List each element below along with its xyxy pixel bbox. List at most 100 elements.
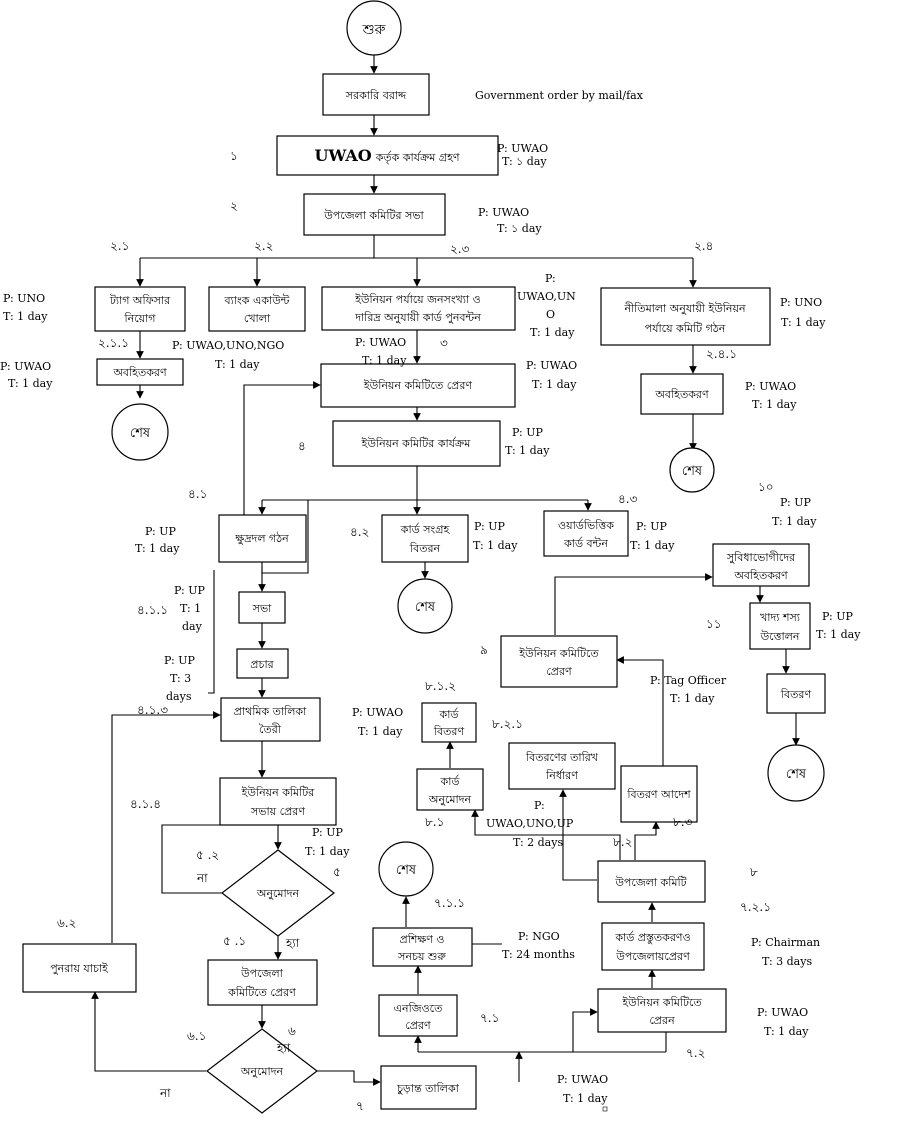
svg-text:প্রেরন: প্রেরন	[649, 1014, 675, 1027]
svg-text:T: 1 day: T: 1 day	[362, 354, 407, 367]
svg-text:ওয়ার্ডভিত্তিক: ওয়ার্ডভিত্তিক	[558, 519, 614, 532]
step-numbers: ১ ২ ২.১ ২.২ ২.৩ ২.৪ ২.১.১ ৩ ২.৪.১ ৪ ৪.১ …	[57, 149, 774, 1113]
svg-text:T: 1 day: T: 1 day	[670, 692, 715, 705]
terminal-end: শেষ	[378, 841, 434, 897]
svg-text:৪.৩: ৪.৩	[618, 492, 638, 506]
svg-text:ইউনিয়ন পর্যায়ে জনসংখ্যা ও: ইউনিয়ন পর্যায়ে জনসংখ্যা ও	[354, 293, 481, 306]
svg-text:৫ .২: ৫ .২	[196, 848, 219, 862]
svg-text:ইউনিয়ন কমিটিতে: ইউনিয়ন কমিটিতে	[518, 647, 599, 660]
svg-text:কার্ড বন্টন: কার্ড বন্টন	[563, 537, 608, 550]
svg-text:P:: P:	[534, 799, 545, 812]
svg-text:P: UP: P: UP	[474, 520, 505, 533]
svg-text:কমিটিতে প্রেরণ: কমিটিতে প্রেরণ	[227, 986, 296, 999]
decision-approval: অনুমোদন	[221, 849, 335, 937]
end-label: শেষ	[682, 464, 703, 479]
box-inform: অবহিতকরণ	[640, 373, 724, 415]
svg-text:T: 1 day: T: 1 day	[358, 725, 403, 738]
svg-text:P: UP: P: UP	[174, 584, 205, 597]
svg-text:T: 1 day: T: 1 day	[135, 542, 180, 555]
svg-text:UWAO,UN: UWAO,UN	[517, 290, 576, 303]
terminal-start: শুরু	[346, 0, 402, 56]
branch-no: না	[159, 1086, 171, 1100]
svg-text:P: UP: P: UP	[164, 654, 195, 667]
svg-text:P: UWAO: P: UWAO	[745, 380, 796, 393]
end-label: শেষ	[786, 767, 807, 782]
svg-text:T: 1 day: T: 1 day	[781, 316, 826, 329]
box-inform: অবহিতকরণ	[96, 358, 184, 386]
box-beneficiary-inform: সুবিধাভোগীদের অবহিতকরণ	[712, 543, 810, 587]
svg-text:৮.২.১: ৮.২.১	[492, 717, 523, 731]
svg-text:T: 24 months: T: 24 months	[502, 948, 575, 961]
svg-text:৬.১: ৬.১	[187, 1029, 206, 1043]
svg-text:T: 1 day: T: 1 day	[630, 539, 675, 552]
terminal-end: শেষ	[111, 403, 169, 461]
svg-text:days: days	[166, 690, 192, 703]
box-card-distribution: কার্ড বিতরণ	[421, 702, 477, 743]
svg-text:৪.২: ৪.২	[350, 525, 369, 539]
box-upazila-committee: উপজেলা কমিটি	[597, 860, 706, 903]
svg-text:ইউনিয়ন কমিটির কার্যক্রম: ইউনিয়ন কমিটির কার্যক্রম	[361, 437, 472, 450]
svg-text:উপজেলা: উপজেলা	[240, 967, 283, 980]
svg-text:২.১.১: ২.১.১	[98, 336, 129, 350]
svg-text:প্রাথমিক তালিকা: প্রাথমিক তালিকা	[234, 705, 307, 718]
svg-text:৪.১: ৪.১	[188, 487, 207, 501]
svg-text:৭.২.১: ৭.২.১	[740, 900, 771, 914]
svg-text:T: 1 day: T: 1 day	[3, 310, 48, 323]
svg-text:অনুমোদন: অনুমোদন	[240, 1065, 284, 1078]
box-grain-lift: খাদ্য শস্য উত্তোলন	[749, 602, 811, 650]
decision-approval: অনুমোদন	[206, 1028, 318, 1114]
svg-text:প্রচার: প্রচার	[250, 658, 274, 671]
svg-text:T: ১ day: T: ১ day	[502, 155, 547, 168]
svg-text:৪.১.৩: ৪.১.৩	[137, 703, 168, 717]
svg-text:P: UWAO: P: UWAO	[355, 336, 406, 349]
branch-yes: হ্যা	[276, 1041, 291, 1055]
svg-text:এনজিওতে: এনজিওতে	[394, 1002, 443, 1015]
svg-text:P: UNO: P: UNO	[3, 292, 45, 305]
gov-order-note: Government order by mail/fax	[475, 89, 644, 102]
box-card-approval: কার্ড অনুমোদন	[416, 768, 484, 811]
svg-text:প্রেরণ: প্রেরণ	[405, 1019, 431, 1032]
branch-no: না	[196, 871, 208, 885]
box-prelim-list: প্রাথমিক তালিকা তৈরী	[220, 697, 321, 742]
branch-yes: হ্যা	[285, 936, 300, 950]
svg-text:কার্ড: কার্ড	[440, 775, 461, 788]
svg-text:ট্যাগ অফিসার: ট্যাগ অফিসার	[109, 294, 171, 307]
box-send-union-meeting: ইউনিয়ন কমিটির সভায় প্রেরণ	[219, 777, 337, 826]
box-send-union-3: ইউনিয়ন কমিটিতে প্রেরন	[597, 988, 727, 1033]
box-send-upazila: উপজেলা কমিটিতে প্রেরণ	[207, 959, 318, 1006]
svg-text:নির্ধারণ: নির্ধারণ	[545, 769, 578, 782]
svg-text:P: UP: P: UP	[636, 520, 667, 533]
svg-text:পর্যায়ে কমিটি গঠন: পর্যায়ে কমিটি গঠন	[645, 322, 726, 335]
box-final-list: চুড়ান্ত তালিকা	[380, 1065, 477, 1110]
svg-text:T: 1 day: T: 1 day	[505, 444, 550, 457]
svg-text:তৈরী: তৈরী	[259, 723, 282, 736]
svg-text:P: UWAO: P: UWAO	[497, 142, 548, 155]
box-tag-officer: ট্যাগ অফিসার নিয়োগ	[94, 286, 186, 332]
terminal-end: শেষ	[767, 744, 825, 802]
svg-text:উত্তোলন: উত্তোলন	[760, 630, 800, 643]
svg-text:৭.১.১: ৭.১.১	[434, 896, 465, 910]
svg-text:৯: ৯	[480, 643, 488, 657]
svg-text:বিতরণ: বিতরণ	[433, 725, 465, 738]
box-policy-committee: নীতিমালা অনুযায়ী ইউনিয়ন পর্যায়ে কমিটি…	[600, 287, 771, 346]
svg-text:T: 1 day: T: 1 day	[8, 377, 53, 390]
svg-text:বিতরন: বিতরন	[409, 542, 441, 555]
box-distribution-date: বিতরণের তারিখ নির্ধারণ	[508, 742, 616, 790]
svg-text:বিতরণ: বিতরণ	[780, 688, 812, 701]
svg-text:অবহিতকরণ: অবহিতকরণ	[654, 388, 709, 401]
box-training-savings: প্রশিক্ষণ ও সনচয় শুরু	[372, 927, 473, 967]
svg-text:২: ২	[230, 199, 238, 213]
svg-text:২.৪.১: ২.৪.১	[706, 347, 737, 361]
svg-text:T: 1: T: 1	[180, 602, 201, 615]
box-recheck: পুনরায় যাচাই	[22, 943, 137, 993]
svg-text:P: NGO: P: NGO	[518, 930, 560, 943]
annotations: Government order by mail/fax P: UWAO T: …	[0, 89, 861, 1112]
svg-text:৫: ৫	[333, 865, 341, 879]
svg-text:২.৩: ২.৩	[450, 242, 470, 256]
svg-text:প্রেরণ: প্রেরণ	[546, 665, 572, 678]
svg-text:নিয়োগ: নিয়োগ	[123, 312, 156, 325]
svg-text:P: UWAO: P: UWAO	[478, 206, 529, 219]
svg-text:P: UP: P: UP	[822, 610, 853, 623]
box-card-redistribution: ইউনিয়ন পর্যায়ে জনসংখ্যা ও দারিদ্র অনুয…	[321, 286, 516, 331]
svg-text:অনুমোদন: অনুমোদন	[428, 793, 472, 806]
